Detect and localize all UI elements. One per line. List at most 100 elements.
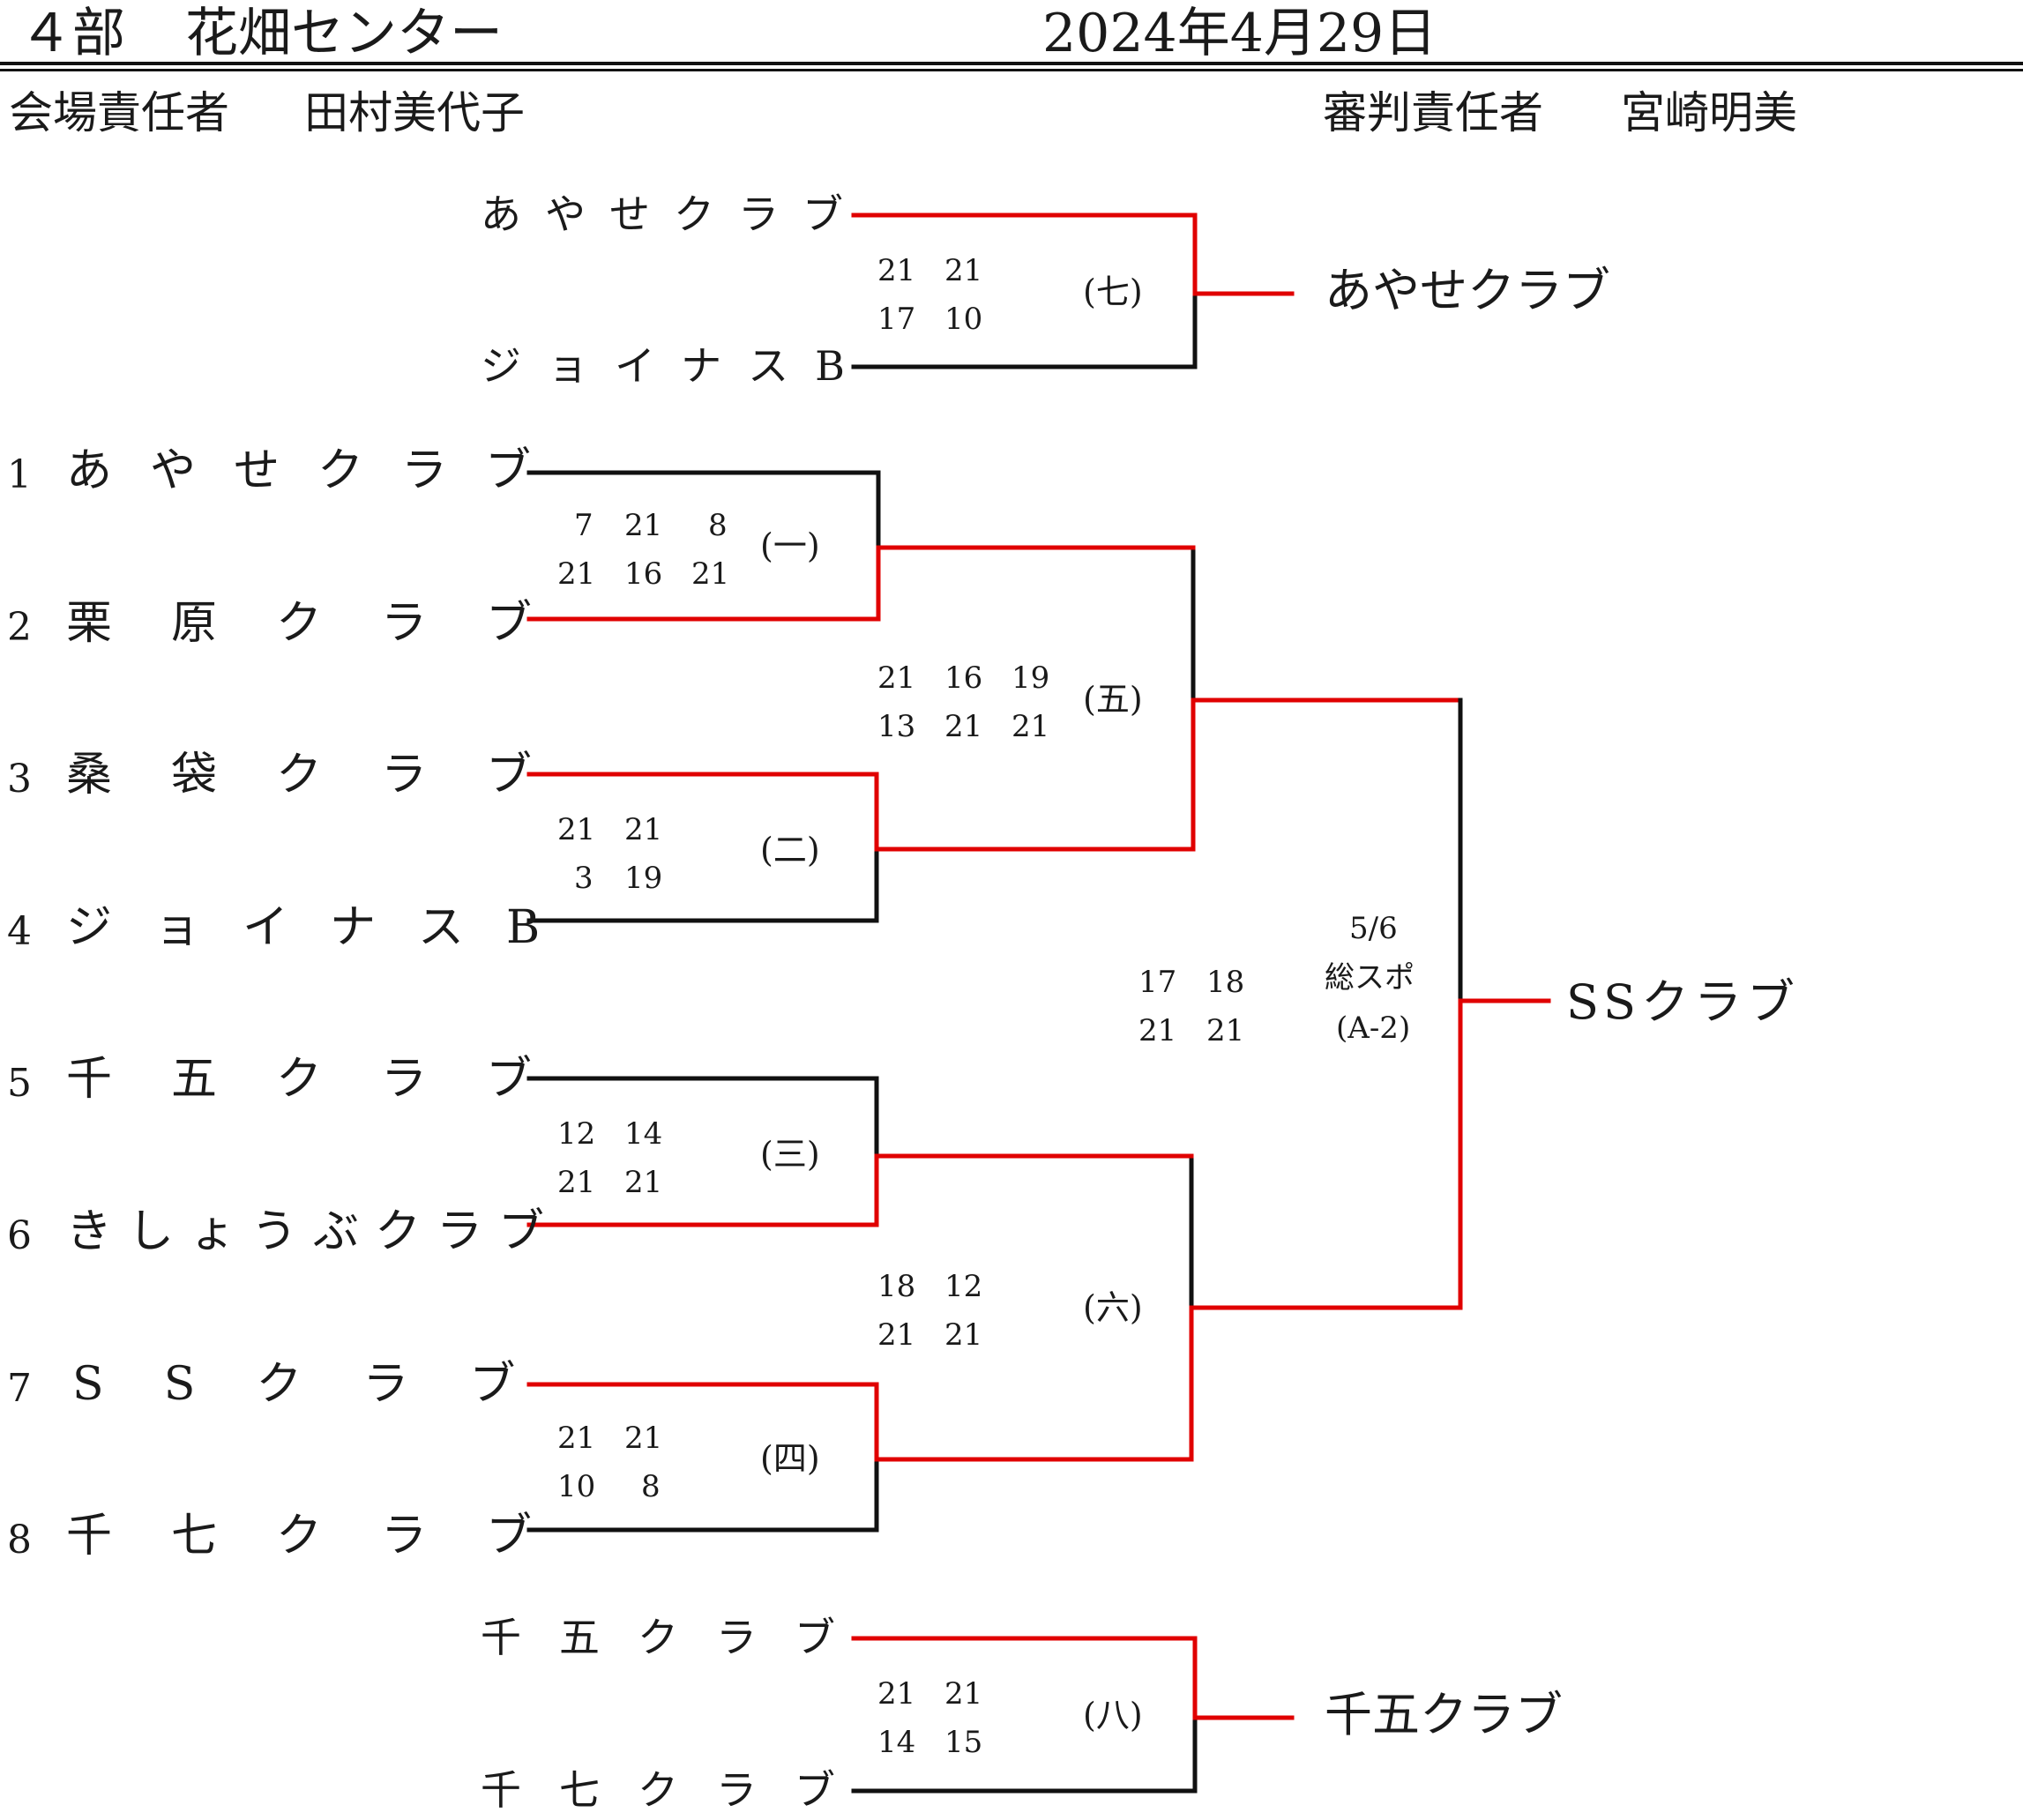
m1-score-bottom-3: 21 [691,556,730,592]
m7-score-bottom-1: 17 [877,302,916,337]
final-score-bottom-1: 21 [1138,1013,1177,1048]
m4-score-bottom-1: 10 [557,1469,596,1504]
seed-4-number: 4 [7,909,32,954]
seed-2-number: 2 [7,605,32,650]
m4-score-top-1: 21 [557,1421,596,1456]
m3-label: (三) [760,1135,820,1174]
seed-7-name: SSクラブ [72,1358,577,1411]
final-score-top-2: 18 [1206,965,1245,1000]
m1-score-top-3: 8 [708,508,728,543]
m2-bottom-line [526,847,879,923]
m8-label: (八) [1083,1696,1143,1734]
m5-score-bottom-3: 21 [1012,709,1050,744]
seed-2-name: 栗原クラブ [66,597,592,650]
m7-bottom-line [851,291,1198,369]
m3-score-top-2: 14 [624,1116,663,1152]
final-bottom-line [1189,998,1463,1310]
seed-3-number: 3 [7,757,32,802]
m8-score-top-2: 21 [944,1676,983,1712]
m1-score-top-2: 21 [624,508,663,543]
m7-score-top-1: 21 [877,253,916,288]
m5-score-top-2: 16 [944,660,983,696]
m5-label: (五) [1083,680,1143,719]
m1-bottom-line [526,545,881,622]
champion-name: SSクラブ [1566,974,1801,1030]
final-top-line [1191,697,1463,1003]
m6-top-line [874,1153,1194,1310]
venue-manager-name: 田村美代子 [304,87,525,138]
m2-score-top-1: 21 [557,812,596,847]
seed-5-number: 5 [7,1061,32,1106]
date-title: 2024年4月29日 [1042,3,1437,64]
m5-bottom-line [874,697,1196,852]
m7-score-top-2: 21 [944,253,983,288]
m6-bottom-line [874,1305,1194,1462]
m7-top-line [851,213,1198,296]
m5-score-bottom-2: 21 [944,709,983,744]
m5-score-top-1: 21 [877,660,916,696]
m4-score-bottom-2: 8 [641,1469,661,1504]
m2-score-top-2: 21 [624,812,663,847]
m8-score-top-1: 21 [877,1676,916,1712]
m1-score-top-1: 7 [574,508,593,543]
final-date: 5/6 [1349,911,1398,946]
m4-label: (四) [760,1439,820,1478]
venue-title: 花畑センター [185,3,503,64]
m2-top-line [526,772,879,852]
final-court: (A-2) [1336,1011,1411,1046]
final-score-top-1: 17 [1138,965,1177,1000]
m7-top-team: あやせクラブ [481,190,867,238]
final-score-bottom-2: 21 [1206,1013,1245,1048]
m6-score-top-2: 12 [944,1269,983,1304]
m3-score-bottom-2: 21 [624,1165,663,1200]
seed-7-number: 7 [7,1366,32,1411]
m3-top-line [526,1076,879,1159]
m7-score-bottom-2: 10 [944,302,983,337]
m3-score-bottom-1: 21 [557,1165,596,1200]
seed-1-number: 1 [7,452,32,497]
referee-name: 宮崎明美 [1621,87,1797,138]
m3-score-top-1: 12 [557,1116,596,1152]
m8-top-team: 千五クラブ [481,1614,873,1661]
m2-score-bottom-1: 3 [574,861,593,896]
m1-top-line [526,470,881,550]
m8-bottom-team: 千七クラブ [481,1766,873,1814]
m5-score-top-3: 19 [1012,660,1050,696]
header-double-rule [0,62,2023,65]
referee-label: 審判責任者 [1323,87,1543,138]
header-double-rule-2 [0,69,2023,71]
final-place: 総スポ [1325,960,1415,996]
m8-score-bottom-1: 14 [877,1725,916,1760]
m2-score-bottom-2: 19 [624,861,663,896]
m8-score-bottom-2: 15 [944,1725,983,1760]
m5-score-bottom-1: 13 [877,709,916,744]
m8-bottom-line [851,1715,1198,1794]
m4-top-line [526,1382,879,1462]
seed-3-name: 桑袋クラブ [66,749,592,802]
m6-score-bottom-1: 21 [877,1317,916,1353]
m1-score-bottom-1: 21 [557,556,596,592]
division-label: ４部 [19,3,125,64]
seed-8-number: 8 [7,1518,32,1563]
seed-1-name: あやせクラブ [66,444,570,497]
venue-manager-label: 会場責任者 [9,87,229,138]
m8-top-line [851,1636,1198,1720]
m1-label: (一) [760,526,820,565]
m6-label: (六) [1083,1288,1143,1327]
m8-winner: 千五クラブ [1325,1687,1563,1742]
m7-bottom-team: ジョイナスB [481,342,871,390]
seed-6-number: 6 [7,1213,32,1258]
seed-6-name: きしょうぶクラブ [66,1205,561,1258]
seed-5-name: 千五クラブ [66,1053,592,1106]
m6-score-bottom-2: 21 [944,1317,983,1353]
m6-score-top-1: 18 [877,1269,916,1304]
seed-8-name: 千七クラブ [66,1510,592,1563]
m4-score-top-2: 21 [624,1421,663,1456]
m4-bottom-line [526,1457,879,1533]
m7-label: (七) [1083,272,1143,311]
m7-winner: あやせクラブ [1325,263,1610,318]
m2-label: (二) [760,831,820,869]
m1-score-bottom-2: 16 [624,556,663,592]
seed-4-name: ジョイナスB [66,901,583,954]
